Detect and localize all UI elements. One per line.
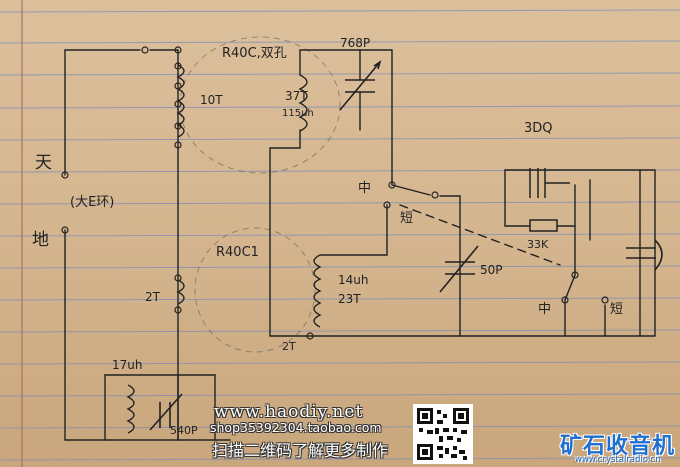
label-coil-2t-upper: 2T (145, 290, 161, 304)
label-cap-768p: 768P (340, 36, 370, 50)
label-zhong-bottom: 中 (538, 302, 551, 317)
ferrite-outlines (179, 36, 341, 353)
cap-50p-symbol (439, 245, 479, 293)
label-di: 地 (32, 230, 49, 250)
label-coil-23t: 23T (338, 292, 361, 306)
label-r40c-top: R40C,双孔 (222, 46, 287, 61)
cap-540p-symbol (149, 393, 183, 431)
label-coil-10t: 10T (200, 93, 223, 107)
cap-768p-symbol (339, 60, 382, 111)
label-zhong-top: 中 (358, 181, 371, 196)
label-coil-17uh: 17uh (112, 358, 142, 372)
label-tian: 天 (35, 153, 52, 173)
coil-2t-upper (176, 279, 185, 305)
wires (64, 49, 656, 441)
coil-23t (313, 254, 322, 328)
earphone-symbol (654, 239, 663, 271)
label-duan-top: 短 (400, 211, 413, 226)
label-coil-37t: 37T (285, 89, 308, 103)
terminals (61, 46, 609, 340)
watermark-shop: shop35392304.taobao.com (210, 420, 382, 435)
watermark-url: www.haodiy.net (214, 402, 364, 422)
coil-17uh (126, 384, 135, 434)
qr-code-icon (413, 404, 473, 464)
label-cap-540p: 540P (170, 424, 198, 437)
label-transistor: 3DQ (524, 121, 553, 136)
label-coil-2t-lower: 2T (282, 340, 296, 353)
label-coil-14uh: 14uh (338, 273, 368, 287)
coil-37t (298, 74, 308, 132)
watermark-scan: 扫描二维码了解更多制作 (212, 441, 389, 460)
label-coil-115uh: 115uh (282, 108, 314, 119)
labels: R40C,双孔 10T 37T 115uh 768P 天 地 (大E环) 中 短… (32, 36, 623, 437)
label-cap-50p: 50P (480, 263, 503, 277)
ruled-lines (0, 9, 680, 461)
label-da-huan: (大E环) (70, 195, 114, 210)
label-r40c-bottom: R40C1 (216, 245, 259, 260)
label-duan-bottom: 短 (610, 302, 623, 317)
transistor-symbol (529, 168, 570, 232)
site-logo-url: www.crystalradio.cn (575, 455, 661, 465)
site-logo: 矿石收音机 (560, 434, 676, 459)
label-resistor-33k: 33K (527, 238, 549, 251)
cap-right (626, 247, 656, 259)
